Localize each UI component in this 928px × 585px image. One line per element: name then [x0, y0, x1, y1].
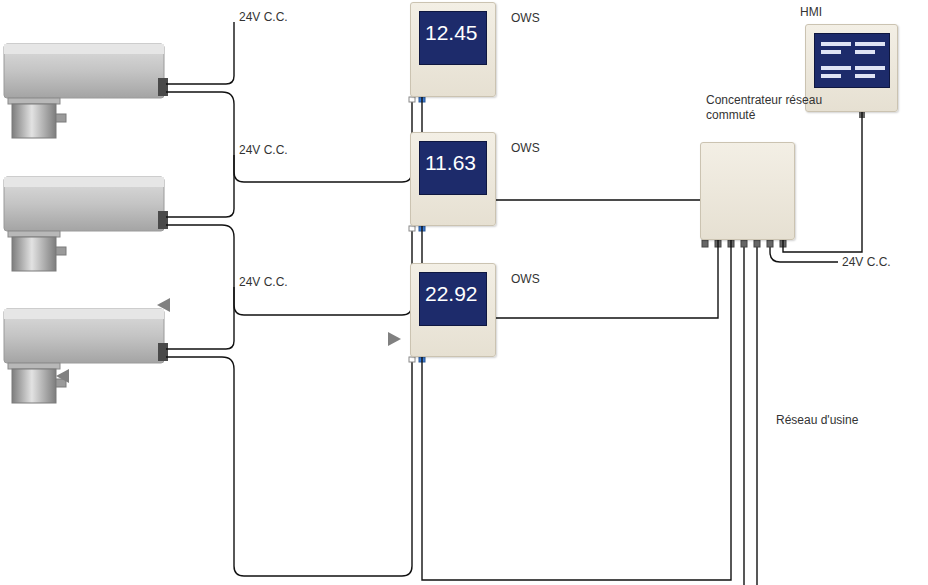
ows-display: 11.63OWS [410, 132, 496, 226]
pointer-triangle [388, 332, 401, 346]
cable-gland [158, 211, 168, 229]
sensor-unit [4, 309, 168, 403]
ows-connector [409, 97, 415, 102]
device-name: OWS [511, 11, 540, 26]
display-reading: 12.45 [419, 11, 487, 65]
plant-network-wire [743, 246, 744, 585]
sensor-flange [8, 363, 60, 369]
device-name: HMI [800, 5, 822, 20]
sensor-cylinder [12, 237, 56, 271]
hmi-readout [855, 42, 885, 46]
sensor-flange [8, 231, 60, 237]
pointer-triangle [157, 298, 170, 312]
sensor-flange [8, 98, 60, 104]
sensor-cable [166, 92, 412, 182]
hmi-readout [855, 50, 875, 54]
pointer-triangle [56, 369, 69, 383]
hmi-readout [821, 50, 841, 54]
device-name: Concentrateur réseau commuté [706, 93, 840, 123]
ows-display: 22.92OWS [410, 263, 496, 357]
sensor-unit [4, 44, 168, 138]
ows-display: 12.45OWS [410, 2, 496, 97]
cable-gland [158, 343, 168, 361]
hub-port [741, 240, 747, 247]
cable-gland [158, 78, 168, 96]
power-label: 24V C.C. [842, 255, 891, 270]
sensor-cable [166, 357, 412, 576]
power-label: 24V C.C. [239, 10, 288, 25]
power-label: 24V C.C. [239, 275, 288, 290]
hub-port [754, 240, 760, 247]
hmi-readout [821, 66, 851, 70]
ows-connector [409, 357, 415, 362]
hub-port [702, 240, 708, 247]
power-label: 24V C.C. [239, 143, 288, 158]
device-name: OWS [511, 272, 540, 287]
display-reading: 11.63 [419, 141, 487, 195]
sensor-cylinder [12, 369, 56, 403]
display-reading: 22.92 [419, 272, 487, 326]
sensor-housing [4, 44, 164, 98]
sensor-cable [166, 225, 412, 315]
power-wire [770, 246, 838, 262]
hub-port [767, 240, 773, 247]
sensor-top [4, 309, 164, 319]
power-wire [166, 22, 234, 84]
plant-network-wire [756, 246, 757, 585]
sensor-housing [4, 309, 164, 363]
hmi-readout [855, 66, 885, 70]
network-label: Réseau d'usine [776, 413, 858, 428]
device-name: OWS [511, 141, 540, 156]
hmi-readout [855, 74, 875, 78]
sensor-port [56, 114, 66, 122]
pointer-triangle [56, 298, 401, 383]
network-switch: Concentrateur réseau commuté [700, 142, 795, 240]
sensor-top [4, 177, 164, 187]
sensor-cylinder [12, 104, 56, 138]
power-wire [166, 155, 234, 217]
hmi-readout [821, 74, 841, 78]
sensor-housing [4, 177, 164, 231]
sensor-unit [4, 177, 168, 271]
ows-connector [409, 226, 415, 231]
sensor-port [56, 247, 66, 255]
sensor-top [4, 44, 164, 54]
hmi-readout [821, 42, 851, 46]
power-wire [166, 287, 234, 349]
hmi-screen [814, 33, 890, 88]
